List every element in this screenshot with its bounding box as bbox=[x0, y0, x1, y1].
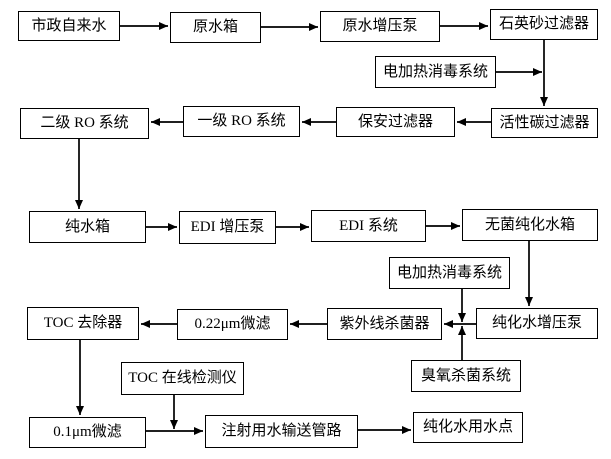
node-ro-1: 一级 RO 系统 bbox=[183, 106, 300, 137]
node-ro-2: 二级 RO 系统 bbox=[20, 108, 149, 139]
node-sterile-tank: 无菌纯化水箱 bbox=[462, 209, 598, 241]
node-mf-022: 0.22μm微滤 bbox=[177, 309, 288, 340]
node-security-filter: 保安过滤器 bbox=[336, 107, 455, 137]
node-heater-2: 电加热消毒系统 bbox=[389, 257, 510, 289]
node-carbon-filter: 活性碳过滤器 bbox=[491, 108, 598, 138]
node-pou: 纯化水用水点 bbox=[413, 412, 523, 443]
node-quartz-filter: 石英砂过滤器 bbox=[490, 9, 598, 40]
node-mf-01: 0.1μm微滤 bbox=[29, 417, 146, 448]
node-edi-pump: EDI 增压泵 bbox=[179, 211, 276, 244]
node-ozone-system: 臭氧杀菌系统 bbox=[411, 360, 521, 392]
node-toc-remover: TOC 去除器 bbox=[27, 307, 139, 340]
node-heater-1: 电加热消毒系统 bbox=[375, 56, 496, 88]
node-city-water: 市政自来水 bbox=[18, 11, 120, 41]
node-toc-analyzer: TOC 在线检测仪 bbox=[121, 362, 244, 395]
node-edi-system: EDI 系统 bbox=[311, 210, 426, 242]
node-raw-tank: 原水箱 bbox=[170, 12, 261, 43]
node-wfi-pipe: 注射用水输送管路 bbox=[205, 415, 358, 448]
node-uv-sterilizer: 紫外线杀菌器 bbox=[327, 308, 442, 340]
node-purified-pump: 纯化水增压泵 bbox=[476, 308, 598, 339]
node-pure-tank: 纯水箱 bbox=[29, 211, 146, 243]
node-raw-pump: 原水增压泵 bbox=[320, 11, 440, 42]
